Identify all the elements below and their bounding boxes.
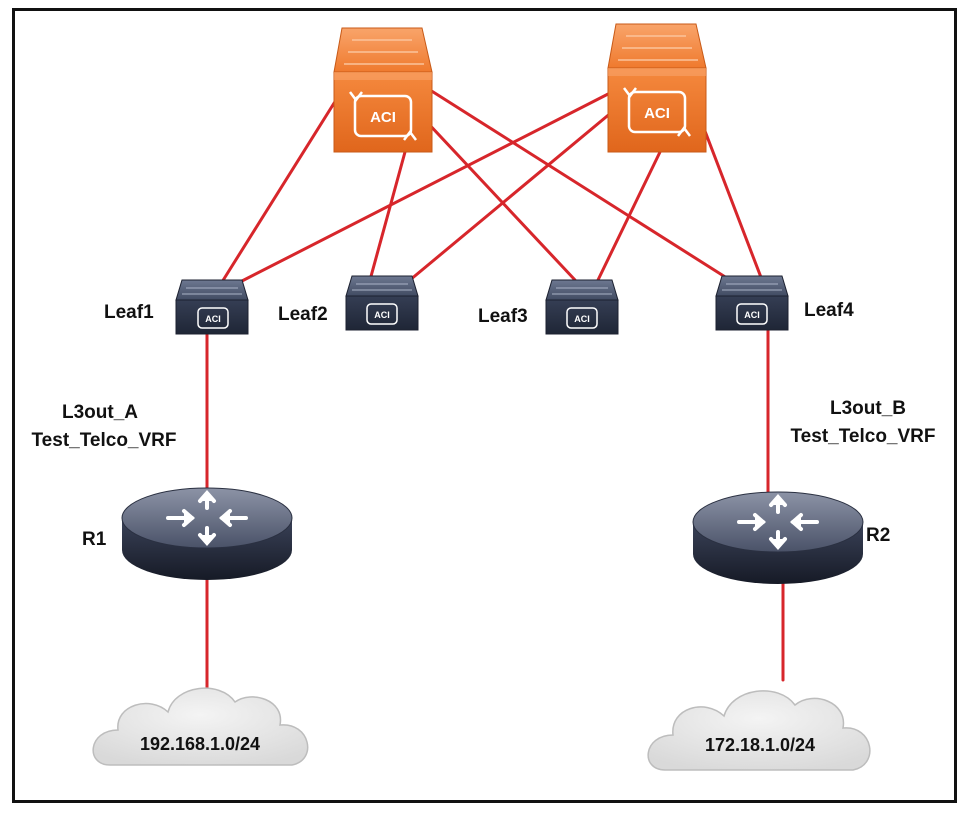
link-spine1-leaf1	[220, 98, 338, 284]
network-172-label: 172.18.1.0/24	[704, 735, 816, 755]
router-r1-label: R1	[82, 529, 107, 550]
cloud-network-2	[647, 690, 871, 771]
spine-switch-2: ACI	[607, 23, 707, 153]
router-arrows-icon	[737, 493, 819, 551]
network-192-label: 192.168.1.0/24	[139, 734, 261, 754]
spine-2-badge: ACI	[644, 105, 670, 122]
leaf4-label: Leaf4	[804, 300, 854, 321]
aci-spine-switch-icon: ACI	[623, 87, 691, 137]
link-spine2-leaf1	[238, 90, 614, 284]
link-spine1-leaf4	[428, 88, 732, 282]
leaf-3-badge: ACI	[574, 314, 590, 324]
l3out-b-vrf: Test_Telco_VRF	[790, 426, 936, 447]
router-r2	[692, 491, 864, 584]
aci-spine-switch-icon: ACI	[349, 91, 417, 141]
link-spine2-leaf2	[408, 110, 614, 282]
link-spine2-leaf3	[596, 150, 662, 282]
leaf-switch-1: ACI	[175, 279, 249, 335]
link-spine1-leaf2	[368, 150, 407, 282]
spine-1-badge: ACI	[370, 109, 396, 126]
router-r2-label: R2	[866, 525, 891, 546]
leaf-switch-4: ACI	[715, 275, 789, 331]
leaf-1-badge: ACI	[205, 314, 221, 324]
leaf3-label: Leaf3	[478, 306, 528, 327]
leaf-switch-2: ACI	[345, 275, 419, 331]
links	[205, 88, 785, 692]
l3out-a-name: L3out_A	[62, 402, 138, 423]
leaf1-label: Leaf1	[104, 302, 154, 323]
l3out-a-vrf: Test_Telco_VRF	[31, 430, 177, 451]
cloud-network-1	[92, 687, 309, 766]
leaf2-label: Leaf2	[278, 304, 328, 325]
router-r1	[121, 487, 293, 580]
l3out-b-name: L3out_B	[830, 398, 906, 419]
link-spine1-leaf3	[423, 118, 577, 282]
aci-leaf-switch-icon: ACI	[736, 303, 768, 325]
spine-switch-1: ACI	[333, 27, 433, 153]
aci-leaf-switch-icon: ACI	[366, 303, 398, 325]
leaf-2-badge: ACI	[374, 310, 390, 320]
aci-leaf-switch-icon: ACI	[566, 307, 598, 329]
diagram-frame	[12, 8, 957, 803]
leaf-4-badge: ACI	[744, 310, 760, 320]
router-arrows-icon	[166, 489, 248, 547]
aci-leaf-switch-icon: ACI	[197, 307, 229, 329]
leaf-switch-3: ACI	[545, 279, 619, 335]
